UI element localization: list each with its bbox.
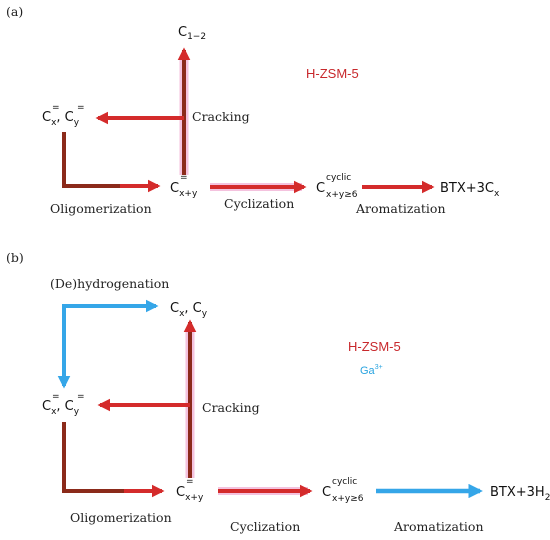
- panel-b: (b) (De)hydrogenation Cx, Cy Cx, Cy = = …: [6, 250, 550, 534]
- oligomerization-path-b: [62, 422, 156, 493]
- svg-text:=: =: [180, 173, 188, 183]
- catalyst-hzsm5-b: H-ZSM-5: [348, 339, 401, 354]
- label-oligomerization-a: Oligomerization: [50, 201, 152, 216]
- label-cracking-a: Cracking: [192, 109, 250, 124]
- species-cx-cy-alkene: Cx, Cy = =: [42, 103, 85, 128]
- svg-text:Cx, Cy: Cx, Cy: [42, 399, 80, 417]
- dehydrogenation-bracket: [62, 304, 150, 386]
- panel-a: (a) C1−2 Cx, Cy = = Cx+y = C cyclic x+y≥…: [6, 4, 500, 216]
- label-dehydrogenation: (De)hydrogenation: [50, 276, 169, 291]
- svg-text:C: C: [316, 181, 325, 196]
- svg-text:C: C: [322, 485, 331, 500]
- oligomerization-path: [62, 132, 152, 188]
- species-c12: C1−2: [178, 25, 206, 42]
- catalyst-hzsm5-a: H-ZSM-5: [306, 66, 359, 81]
- species-cyclic-b: C cyclic x+y≥6: [322, 477, 364, 504]
- svg-text:Cx+y: Cx+y: [170, 181, 198, 199]
- svg-text:x+y≥6: x+y≥6: [326, 190, 358, 200]
- species-cxy-alkene-b: Cx+y =: [176, 477, 204, 503]
- panel-a-tag: (a): [6, 4, 23, 19]
- svg-text:=: =: [77, 392, 85, 402]
- species-cx-cy-top: Cx, Cy: [170, 301, 208, 319]
- svg-text:x+y≥6: x+y≥6: [332, 494, 364, 504]
- svg-text:Cx+y: Cx+y: [176, 485, 204, 503]
- label-aromatization-b: Aromatization: [393, 519, 484, 534]
- species-cx-cy-alkene-b: Cx, Cy = =: [42, 392, 85, 417]
- label-cracking-b: Cracking: [202, 400, 260, 415]
- svg-text:cyclic: cyclic: [326, 173, 351, 183]
- svg-text:=: =: [186, 477, 194, 487]
- species-cyclic: C cyclic x+y≥6: [316, 173, 358, 200]
- svg-text:Cx, Cy: Cx, Cy: [42, 110, 80, 128]
- svg-text:=: =: [52, 392, 60, 402]
- panel-b-tag: (b): [6, 250, 24, 265]
- svg-text:=: =: [52, 103, 60, 113]
- label-cyclization-a: Cyclization: [224, 196, 294, 211]
- svg-text:cyclic: cyclic: [332, 477, 357, 487]
- label-aromatization-a: Aromatization: [355, 201, 446, 216]
- label-oligomerization-b: Oligomerization: [70, 510, 172, 525]
- species-cxy-alkene: Cx+y =: [170, 173, 198, 199]
- species-product-btx-cx: BTX+3Cx: [440, 181, 500, 199]
- species-product-btx-h2: BTX+3H2: [490, 485, 550, 503]
- catalyst-ga3plus: Ga3+: [360, 364, 383, 377]
- label-cyclization-b: Cyclization: [230, 519, 300, 534]
- svg-text:=: =: [77, 103, 85, 113]
